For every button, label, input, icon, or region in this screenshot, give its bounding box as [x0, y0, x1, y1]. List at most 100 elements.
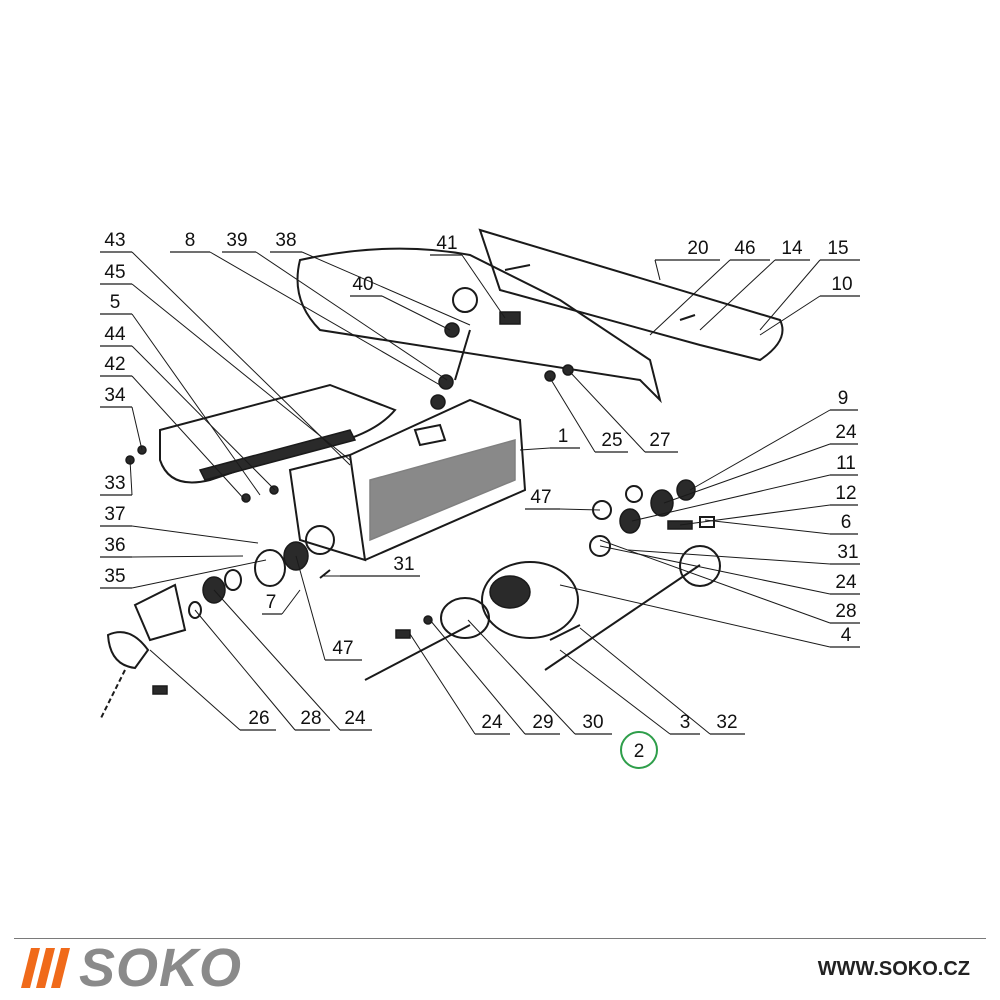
- leader-line: [209, 251, 441, 386]
- top-cover-drawing: [296, 228, 784, 410]
- part-label: 5: [110, 292, 121, 313]
- leader-line: [461, 254, 506, 319]
- leader-line: [679, 504, 831, 526]
- leader-line: [467, 619, 576, 735]
- leader-line: [131, 555, 244, 558]
- leader-line: [295, 555, 326, 661]
- leader-line: [409, 633, 476, 735]
- right-side-parts-drawing: [589, 479, 721, 587]
- leader-line: [194, 609, 296, 731]
- leader-line: [759, 295, 821, 336]
- leader-line: [131, 406, 143, 451]
- leader-line: [549, 377, 596, 453]
- part-label: 26: [248, 708, 269, 729]
- leader-line: [631, 474, 831, 522]
- leader-line: [149, 649, 241, 731]
- part-label: 35: [104, 566, 125, 587]
- leader-line: [559, 584, 831, 648]
- part-label: 9: [838, 388, 849, 409]
- part-label: 44: [104, 324, 126, 345]
- leader-line: [689, 409, 831, 491]
- part-label: 30: [582, 712, 603, 733]
- leader-lines: [100, 251, 860, 735]
- leader-line: [559, 508, 601, 511]
- part-label: 6: [841, 512, 852, 533]
- part-label: 15: [827, 238, 848, 259]
- leader-line: [569, 371, 646, 453]
- part-label: 43: [104, 230, 125, 251]
- part-label: 1: [558, 426, 569, 447]
- part-label: 41: [436, 233, 457, 254]
- leader-line: [131, 345, 276, 491]
- leader-line: [599, 539, 831, 624]
- footer-divider: [14, 938, 986, 939]
- leader-line: [131, 251, 351, 466]
- part-label: 20: [687, 238, 708, 259]
- part-label: 32: [716, 712, 737, 733]
- part-label: 8: [185, 230, 196, 251]
- part-label: 45: [104, 262, 125, 283]
- part-label: 31: [393, 554, 414, 575]
- part-label: 42: [104, 354, 125, 375]
- part-label: 39: [226, 230, 247, 251]
- brand-bars-icon: [21, 948, 70, 988]
- leader-line: [579, 627, 711, 735]
- part-label: 24: [344, 708, 366, 729]
- part-label: 28: [835, 601, 856, 622]
- part-label: 11: [836, 453, 856, 474]
- part-label: 14: [781, 238, 803, 259]
- part-label: 31: [837, 542, 858, 563]
- highlight-ring: [620, 731, 658, 769]
- leader-line: [255, 251, 448, 381]
- leader-line: [129, 459, 133, 496]
- leader-line: [301, 251, 471, 326]
- part-label: 46: [734, 238, 755, 259]
- part-label: 25: [601, 430, 622, 451]
- main-frame-drawing: [288, 398, 527, 562]
- part-label: 24: [835, 572, 857, 593]
- part-label: 29: [532, 712, 553, 733]
- leader-line: [649, 259, 731, 336]
- leader-line: [131, 375, 246, 501]
- leader-line: [654, 259, 661, 281]
- part-label: 47: [530, 487, 551, 508]
- part-label: 38: [275, 230, 296, 251]
- leader-line: [381, 295, 451, 331]
- leader-line: [131, 559, 267, 589]
- brand-name: SOKO: [79, 938, 243, 998]
- leader-line: [559, 649, 671, 735]
- leader-line: [699, 259, 776, 331]
- leader-line: [213, 589, 341, 731]
- leader-line: [759, 259, 821, 331]
- part-label: 27: [649, 430, 670, 451]
- part-label: 33: [104, 473, 125, 494]
- part-label: 10: [831, 274, 852, 295]
- part-label: 28: [300, 708, 321, 729]
- leader-line: [519, 447, 551, 451]
- part-label: 37: [104, 504, 125, 525]
- leader-line: [131, 283, 351, 461]
- website-link[interactable]: WWW.SOKO.CZ: [817, 958, 970, 980]
- leader-line: [704, 519, 831, 535]
- part-label: 4: [841, 625, 852, 646]
- part-label: 34: [104, 385, 126, 406]
- leader-line: [131, 313, 261, 496]
- leader-line: [663, 443, 831, 504]
- brand-logo: SOKO: [21, 938, 243, 998]
- leader-line: [429, 619, 526, 735]
- part-label: 47: [332, 638, 353, 659]
- part-label: 3: [680, 712, 691, 733]
- part-label: 40: [352, 274, 373, 295]
- part-label: 24: [481, 712, 503, 733]
- part-label: 36: [104, 535, 125, 556]
- leader-line: [281, 589, 301, 615]
- leader-line: [131, 525, 259, 544]
- leader-line: [627, 549, 831, 565]
- part-label: 24: [835, 422, 857, 443]
- highlighted-label: 2: [634, 741, 645, 762]
- part-label: 7: [266, 592, 277, 613]
- part-label: 12: [835, 483, 856, 504]
- left-hub-drawing: [99, 541, 309, 721]
